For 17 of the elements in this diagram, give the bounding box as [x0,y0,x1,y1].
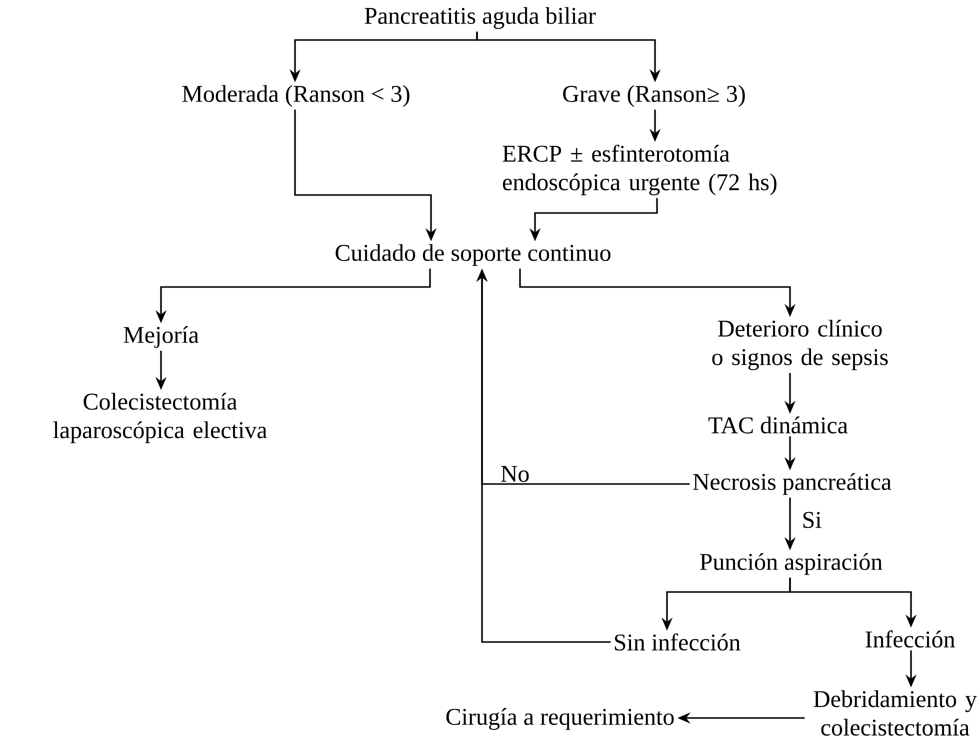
flow-step: TAC dinámica [708,416,848,434]
flow-step: Infección [866,630,955,648]
flow-step: Mejoría [124,326,199,348]
flow-step: Moderada (Ranson < 3) [182,85,410,107]
flow-step: Punción aspiración [700,553,882,575]
flow-step: Debridamiento y colecistectomía [814,690,977,736]
flow-step: Cirugía a requerimiento [446,708,674,730]
flow-step: Deterioro clínico o signos de sepsis [712,320,888,370]
flow-step: Pancreatitis aguda biliar [364,7,596,29]
edge-label: No [501,466,529,482]
flow-step: Necrosis pancreática [693,473,892,495]
flow-step: Sin infección [614,633,740,651]
flow-step: Cuidado de soporte continuo [336,244,610,266]
edge-label: Si [803,512,822,528]
flow-step: Grave (Ranson≥ 3) [563,85,745,107]
flow-step: ERCP ± esfinterotomía endoscópica urgente (72 hs) [502,144,776,196]
flow-step: Colecistectomía laparoscópica electiva [53,392,267,444]
